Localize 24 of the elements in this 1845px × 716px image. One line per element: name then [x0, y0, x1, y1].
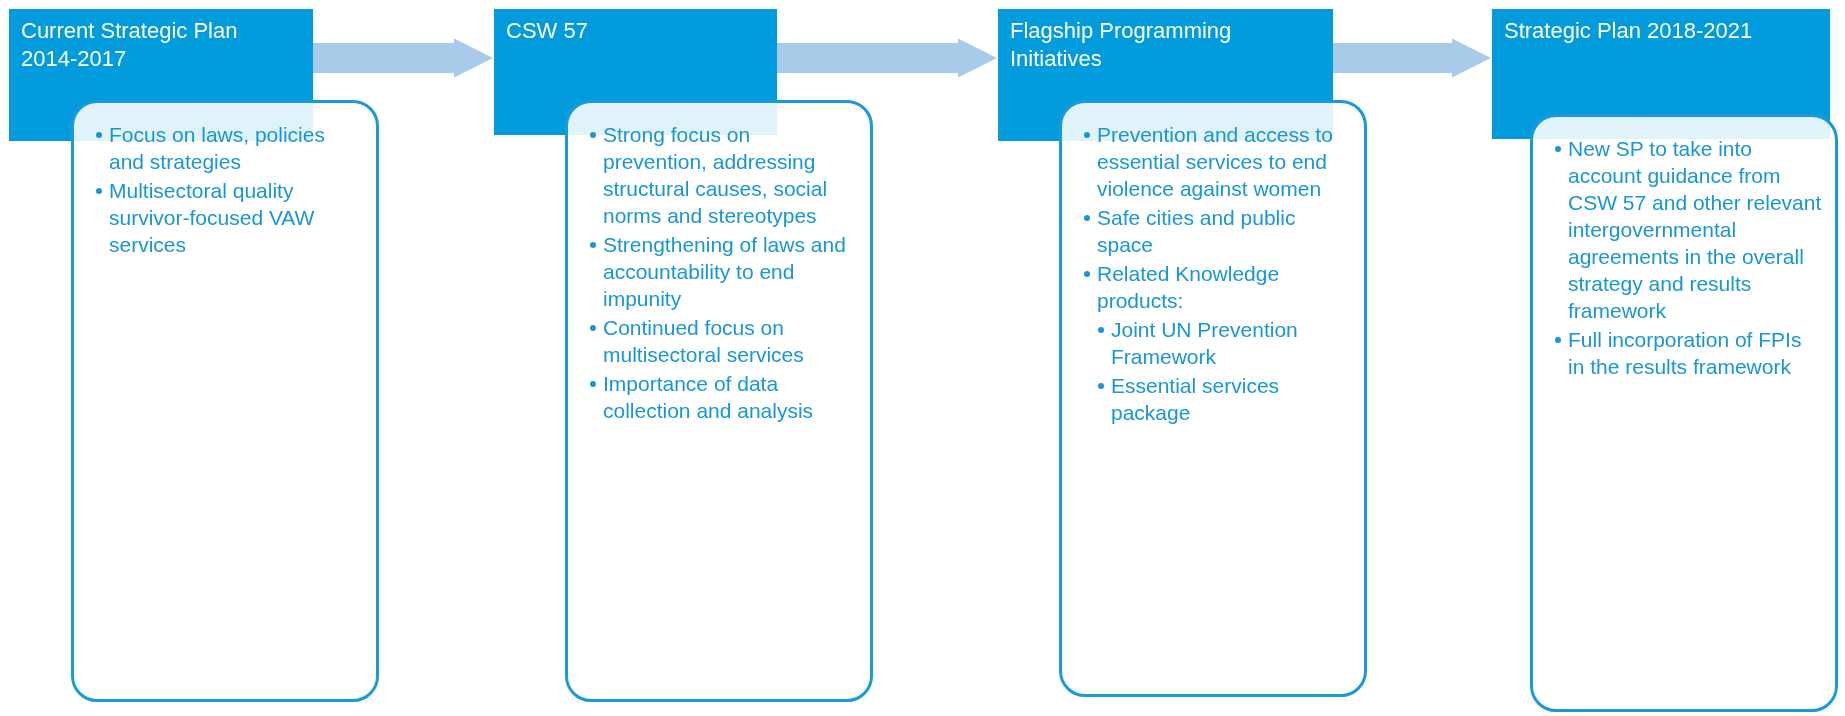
bullet-text: Prevention and access to essential services to end violence against women — [1097, 123, 1333, 200]
sub-bullet-text: Essential services package — [1111, 374, 1280, 424]
header-title: Current Strategic Plan 2014-2017 — [21, 17, 239, 73]
bullet-text: Related Knowledge products: — [1097, 262, 1280, 312]
content-card — [1530, 114, 1838, 712]
bullet-text: Focus on laws, policies and strategies — [109, 123, 325, 173]
block-arrow — [1333, 38, 1491, 78]
header-title: Flagship Programming Initiatives — [1010, 17, 1233, 73]
sub-bullet-text: Joint UN Prevention Framework — [1111, 318, 1298, 368]
bullet-text: New SP to take into account guidance from CSW 57 and other relevant intergovernmental agreements in the overall strategy and results framework — [1568, 137, 1822, 322]
bullet-text: Full incorporation of FPIs in the results framework — [1568, 328, 1802, 378]
bullet-text: Multisectoral quality survivor-focused VAW services — [109, 179, 315, 256]
bullet-text: Safe cities and public space — [1097, 206, 1296, 256]
content-card — [565, 100, 873, 702]
bullet-text: Importance of data collection and analysis — [603, 372, 814, 422]
bullet-text: Strengthening of laws and accountability to end impunity — [603, 233, 846, 310]
block-arrow — [313, 38, 493, 78]
bullet-text: Strong focus on prevention, addressing structural causes, social norms and stereotypes — [603, 123, 828, 227]
block-arrow — [777, 38, 997, 78]
content-card — [1059, 100, 1367, 697]
content-card — [71, 100, 379, 702]
header-title: Strategic Plan 2018-2021 — [1504, 17, 1754, 45]
header-title: CSW 57 — [506, 17, 589, 45]
bullet-text: Continued focus on multisectoral services — [603, 316, 804, 366]
